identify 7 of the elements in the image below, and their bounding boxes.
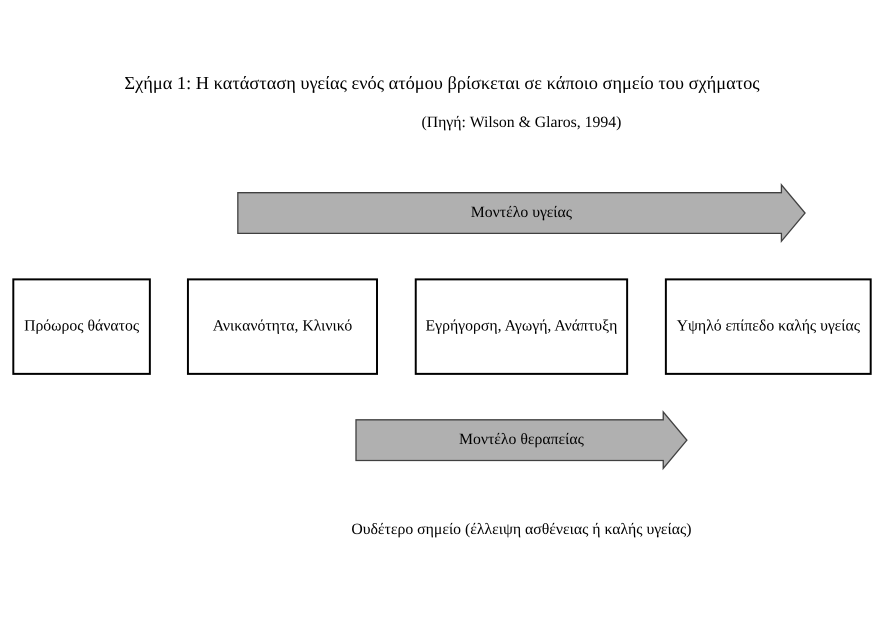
diagram-title: Σχήμα 1: Η κατάσταση υγείας ενός ατόμου βρίσκεται σε κάποιο σημείο του σχήματος [124, 73, 760, 94]
node-box: Πρόωρος θάνατος [12, 278, 151, 375]
node-box: Υψηλό επίπεδο καλής υγείας [664, 278, 872, 375]
label: Ουδέτερο σημείο (έλλειψη ασθένειας ή καλής υγείας) [351, 521, 692, 538]
node-box: Ανικανότητα, Κλινικό [186, 278, 378, 375]
node-box: Εγρήγορση, Αγωγή, Ανάπτυξη [414, 278, 628, 375]
label: (Πηγή: Wilson & Glaros, 1994) [421, 114, 622, 132]
